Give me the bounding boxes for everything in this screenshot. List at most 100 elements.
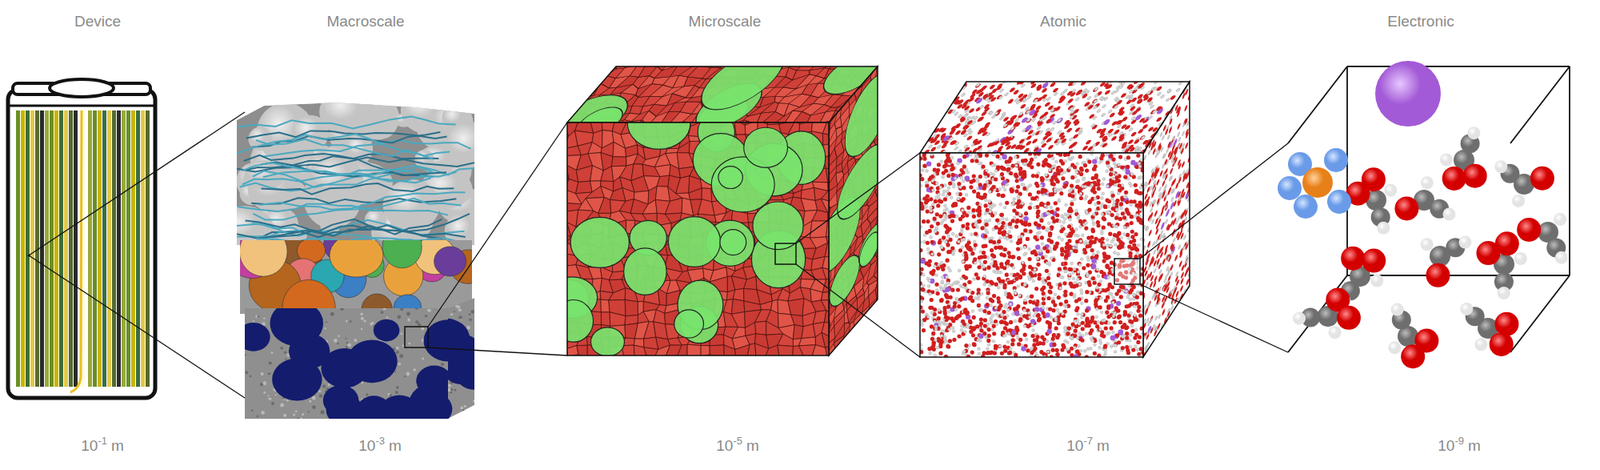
speckle (360, 381, 364, 384)
speckle (331, 304, 335, 308)
speckle (359, 362, 364, 367)
speckle (275, 400, 278, 404)
speckle (412, 304, 415, 307)
speckle (367, 353, 371, 357)
grain (760, 300, 772, 310)
atom (1084, 140, 1092, 145)
speckle (284, 380, 288, 384)
phase-green (674, 309, 704, 338)
speckle (414, 388, 417, 392)
speckle (407, 384, 409, 387)
speckle (384, 325, 388, 328)
speckle (278, 337, 282, 341)
speckle (390, 393, 392, 396)
speckle (392, 300, 395, 302)
speckle (317, 298, 321, 302)
tab-line (70, 110, 82, 392)
phase-red (567, 122, 829, 356)
speckle (282, 376, 286, 380)
phase-green (624, 248, 668, 296)
microstructure-cube (540, 38, 904, 377)
speckle (408, 375, 411, 378)
cube-face (546, 96, 840, 361)
speckle (327, 352, 331, 356)
speckle (337, 334, 340, 337)
graphite-particle (347, 312, 384, 344)
speckle (301, 412, 304, 416)
phase-green (752, 201, 804, 250)
speckle (316, 307, 319, 310)
speckle (372, 396, 374, 398)
grain (724, 344, 736, 356)
speckle (372, 367, 375, 370)
cell-casing (8, 89, 156, 398)
speckle (264, 405, 267, 408)
speckle (354, 385, 357, 388)
speckle (421, 392, 426, 397)
speckle (376, 376, 380, 380)
speckle (336, 342, 340, 345)
speckle (253, 415, 257, 419)
speckle (259, 294, 263, 298)
speckle (239, 361, 244, 366)
graphite-particle (236, 322, 271, 352)
speckle (243, 354, 246, 357)
speckle (468, 317, 472, 321)
speckle (324, 299, 327, 302)
speckle (319, 393, 323, 397)
speckle (332, 380, 336, 383)
speckle (246, 302, 250, 306)
speckle (299, 416, 303, 420)
grain (624, 299, 638, 316)
grain (656, 175, 670, 187)
atom (1092, 105, 1099, 109)
electrode-stripe (73, 110, 78, 387)
speckle (308, 391, 311, 393)
speckle (367, 303, 371, 307)
speckle (400, 307, 404, 311)
grain (777, 288, 790, 301)
speckle (248, 308, 252, 311)
speckle (333, 373, 336, 376)
speckle (396, 296, 400, 299)
speckle (245, 298, 248, 301)
speckle (325, 313, 328, 316)
atom (1065, 128, 1073, 133)
speckle (373, 304, 376, 307)
speckle (360, 413, 364, 418)
speckle (398, 362, 402, 366)
speckle (402, 344, 405, 347)
speckle (360, 378, 364, 382)
graphite-particle (352, 376, 399, 416)
speckle (268, 294, 270, 296)
carbon-fiber (259, 192, 466, 210)
particle (382, 225, 422, 268)
speckle (317, 311, 320, 314)
grain (822, 133, 829, 146)
speckle (312, 392, 316, 396)
carbon-fiber (244, 153, 439, 170)
speckle (356, 339, 360, 343)
grain (800, 198, 817, 212)
speckle (390, 381, 393, 384)
speckle (400, 388, 404, 392)
phase-green (567, 300, 594, 343)
speckle (415, 305, 420, 310)
speckle (272, 352, 275, 354)
cap-vent (49, 79, 114, 97)
speckle (313, 296, 316, 300)
speckle (450, 388, 454, 392)
speckle (322, 311, 326, 315)
speckle (391, 355, 394, 358)
speckle (380, 317, 384, 321)
electrode-stripe (40, 110, 44, 387)
graphite-particle (320, 348, 368, 388)
speckle (396, 390, 399, 393)
atom (1125, 99, 1133, 104)
grain (676, 176, 690, 194)
carbon-fiber (246, 130, 448, 139)
speckle (302, 356, 305, 360)
speckle (280, 346, 284, 350)
speckle (271, 351, 274, 354)
speckle (451, 419, 454, 422)
